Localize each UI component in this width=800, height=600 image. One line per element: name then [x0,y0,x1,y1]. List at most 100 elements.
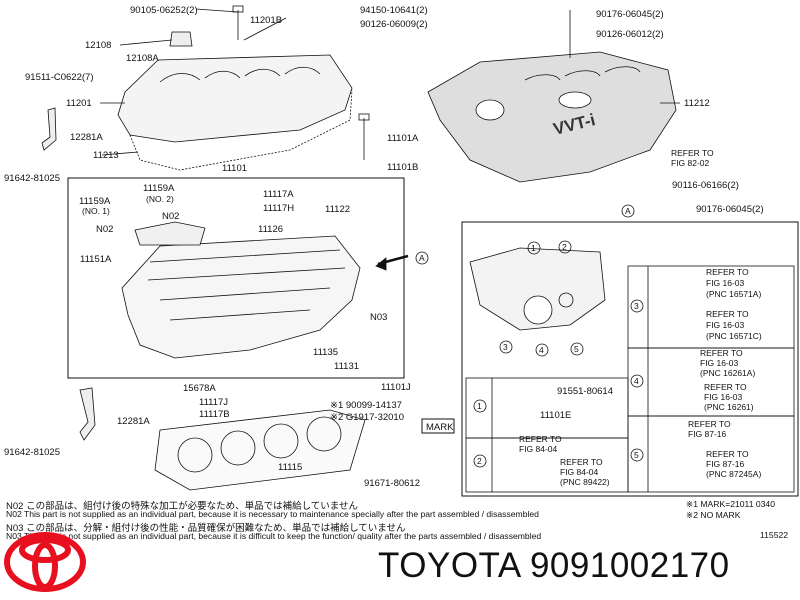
label-91511: 91511-C0622(7) [25,72,93,83]
label-c5-side: 5 [634,450,639,460]
ref4-5: FIG 16-03 [704,392,743,402]
label-11151A: 11151A [80,254,112,265]
label-11117A: 11117A [263,189,294,200]
ref4-2: FIG 16-03 [700,358,739,368]
label-c2: 2 [562,242,567,252]
ref3-4: REFER TO [706,309,749,319]
label-90176a: 90176-06045(2) [596,9,664,20]
label-90176b: 90176-06045(2) [696,204,764,215]
label-mark: MARK [426,422,454,433]
engine-cover-11212 [427,51,677,183]
label-91551: 91551-80614 [557,386,613,397]
ref4-4: REFER TO [704,382,747,392]
label-c1-side: 1 [477,401,482,411]
label-11101J: 11101J [381,382,411,393]
label-11115: 11115 [278,462,302,473]
note-n03-en: N03 This part is not supplied as an indi… [6,531,542,541]
label-90099: ※1 90099-14137 [330,400,402,411]
label-no2: (NO. 2) [146,194,174,204]
ref2-3: REFER TO [560,457,603,467]
label-90126a: 90126-06009(2) [360,19,428,30]
label-12108: 12108 [85,40,111,51]
label-91642-top: 91642-81025 [4,173,60,184]
brand-part-number: TOYOTA 9091002170 [378,546,730,585]
label-11213: 11213 [93,150,119,161]
ref3-6: (PNC 16571C) [706,331,762,341]
label-refer-8202-a: REFER TO [671,148,714,158]
head-gasket-11115 [154,409,366,491]
ref4-3: (PNC 16261A) [700,368,755,378]
detail-panel-A [461,221,799,497]
note-n03-jp: N03 この部品は、分解・組付け後の性能・品質確保が困難なため、単品では補給して… [6,523,406,534]
label-c1: 1 [531,243,536,253]
ref5-2: FIG 87-16 [688,429,727,439]
figure-number: 115522 [760,530,789,540]
note-n02-jp: N02 この部品は、組付け後の特殊な加工が必要なため、単品では補給していません [6,501,358,512]
label-11201B: 11201B [250,15,282,26]
ref4-6: (PNC 16261) [704,402,754,412]
ref5-1: REFER TO [688,419,731,429]
label-11101E: 11101E [540,410,571,421]
label-c4-side: 4 [634,376,639,386]
ref2-5: (PNC 89422) [560,477,610,487]
label-c2-side: 2 [477,456,482,466]
label-90105: 90105-06252(2) [130,5,198,16]
label-11126: 11126 [258,224,283,235]
label-11159A-2: 11159A [143,183,175,194]
ref3-3: (PNC 16571A) [706,289,761,299]
cylinder-head [121,235,361,359]
label-11131: 11131 [334,361,359,372]
label-11212: 11212 [684,98,710,109]
ref3-2: FIG 16-03 [706,278,745,288]
oil-cap-12108 [169,31,193,47]
label-94150: 94150-10641(2) [360,5,428,16]
label-circle-A-main: A [419,253,425,263]
label-11201: 11201 [66,98,92,109]
part-labels: 90105-06252(2) 11201B 94150-10641(2) 901… [4,5,764,489]
label-N02a: N02 [162,211,179,222]
ref2-2: FIG 84-04 [519,444,558,454]
label-11122: 11122 [325,204,350,215]
label-11101: 11101 [222,163,247,174]
label-12108A: 12108A [126,53,159,64]
label-no1: (NO. 1) [82,206,110,216]
ref5-4: FIG 87-16 [706,459,745,469]
label-90126b: 90126-06012(2) [596,29,664,40]
cover-gasket-11213 [129,89,353,171]
label-circle-A-top: A [625,206,631,216]
ref5-3: REFER TO [706,449,749,459]
label-c3: 3 [503,342,508,352]
label-c5: 5 [574,344,579,354]
label-c4: 4 [539,345,544,355]
label-11135: 11135 [313,347,338,358]
ref3-5: FIG 16-03 [706,320,745,330]
label-91671: 91671-80612 [364,478,420,489]
head-frame-11101 [67,177,405,379]
label-c3-side: 3 [634,301,639,311]
label-N02b: N02 [96,224,113,235]
note-mark2: ※2 NO MARK [686,510,741,520]
label-90116: 90116-06166(2) [672,180,739,191]
ref5-5: (PNC 87245A) [706,469,761,479]
label-11117H: 11117H [263,203,294,214]
ref3-1: REFER TO [706,267,749,277]
label-G1917: ※2 G1917-32010 [330,412,404,423]
note-mark1: ※1 MARK=21011 0340 [686,499,775,509]
label-12281A-bot: 12281A [117,416,150,427]
label-N03: N03 [370,312,387,323]
label-12281A-top: 12281A [70,132,103,143]
label-11117J: 11117J [199,397,228,408]
label-11101A: 11101A [387,133,419,144]
toyota-logo-icon [4,532,86,592]
label-refer-8202-b: FIG 82-02 [671,158,710,168]
label-91642-bot: 91642-81025 [4,447,60,458]
ref2-4: FIG 84-04 [560,467,599,477]
note-n02-en: N02 This part is not supplied as an indi… [6,509,539,519]
ref4-1: REFER TO [700,348,743,358]
mark-box [421,418,455,434]
label-15678A: 15678A [183,383,216,394]
label-11159A-1: 11159A [79,196,111,207]
valve-cover-11201 [117,54,353,143]
label-11117B: 11117B [199,409,230,420]
